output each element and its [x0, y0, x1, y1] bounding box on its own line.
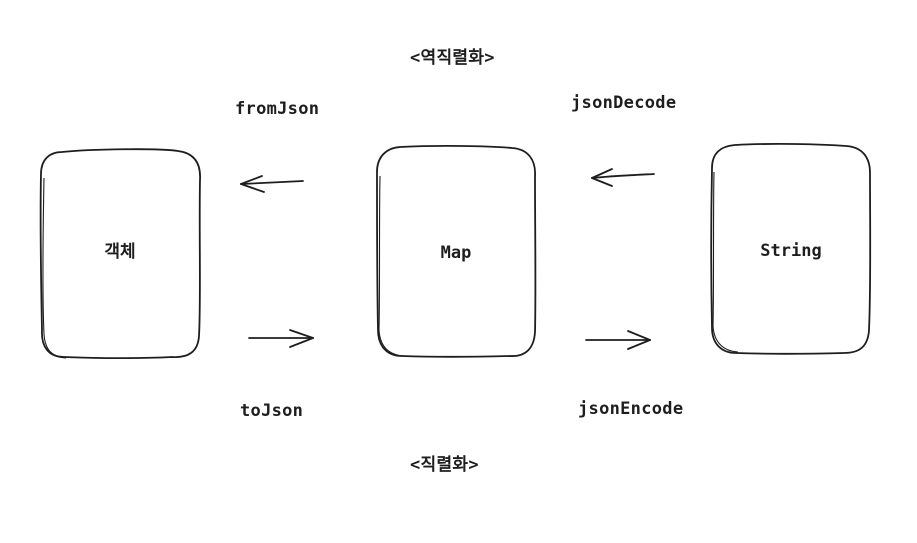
json-decode-label: jsonDecode [571, 93, 677, 113]
map-node-label: Map [441, 243, 472, 263]
object-node[interactable]: 객체 [39, 148, 201, 360]
json-encode-arrow [585, 330, 651, 350]
from-json-label: fromJson [235, 99, 320, 119]
json-decode-arrow [591, 168, 655, 187]
to-json-arrow [248, 329, 314, 348]
from-json-arrow [240, 175, 304, 193]
string-node-label: String [760, 241, 821, 261]
deserialization-heading: <역직렬화> [410, 48, 495, 68]
object-node-label: 객체 [104, 242, 135, 262]
string-node[interactable]: String [710, 143, 872, 355]
serialization-heading: <직렬화> [410, 455, 479, 475]
json-encode-label: jsonEncode [578, 399, 684, 419]
to-json-label: toJson [240, 401, 304, 421]
map-node[interactable]: Map [376, 145, 537, 358]
